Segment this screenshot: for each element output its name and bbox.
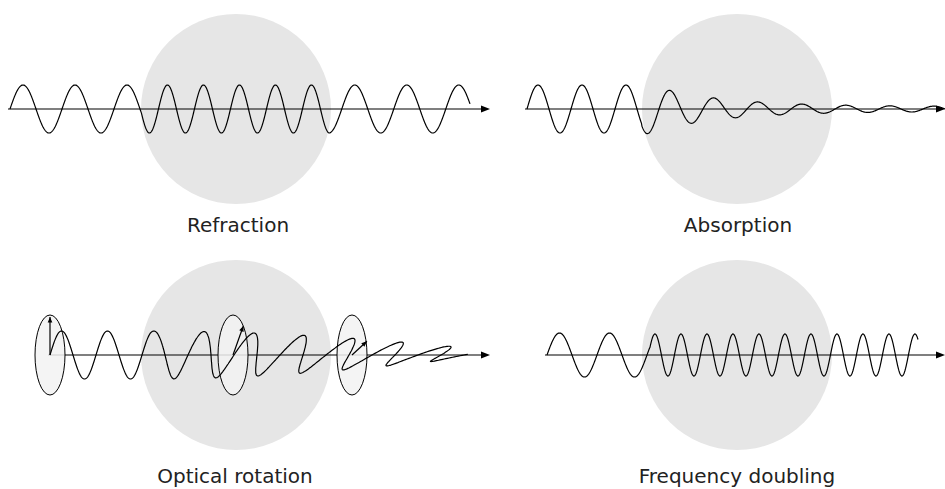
axis-line bbox=[8, 108, 482, 109]
panel-label: Optical rotation bbox=[157, 466, 312, 486]
panel-label: Refraction bbox=[187, 215, 289, 235]
polarization-vector bbox=[233, 326, 243, 355]
light-wave bbox=[10, 85, 470, 133]
polarization-ellipse bbox=[35, 315, 65, 395]
polarization-vector bbox=[352, 341, 367, 355]
panel-label: Frequency doubling bbox=[639, 466, 835, 486]
panel-label: Absorption bbox=[684, 215, 792, 235]
axis-arrowhead bbox=[481, 106, 490, 113]
polarization-vector bbox=[49, 317, 50, 355]
axis-line bbox=[525, 108, 937, 109]
axis-arrowhead bbox=[936, 352, 945, 359]
axis-arrowhead bbox=[481, 352, 490, 359]
polarization-arrowhead bbox=[48, 317, 53, 323]
axis-line bbox=[545, 354, 937, 355]
light-wave bbox=[527, 85, 945, 134]
polarization-ellipse bbox=[218, 315, 248, 395]
polarization-arrowhead bbox=[361, 341, 367, 346]
polarization-ellipse bbox=[337, 315, 367, 395]
polarization-arrowhead bbox=[239, 326, 243, 332]
light-wave bbox=[50, 331, 468, 379]
light-wave bbox=[547, 333, 918, 377]
